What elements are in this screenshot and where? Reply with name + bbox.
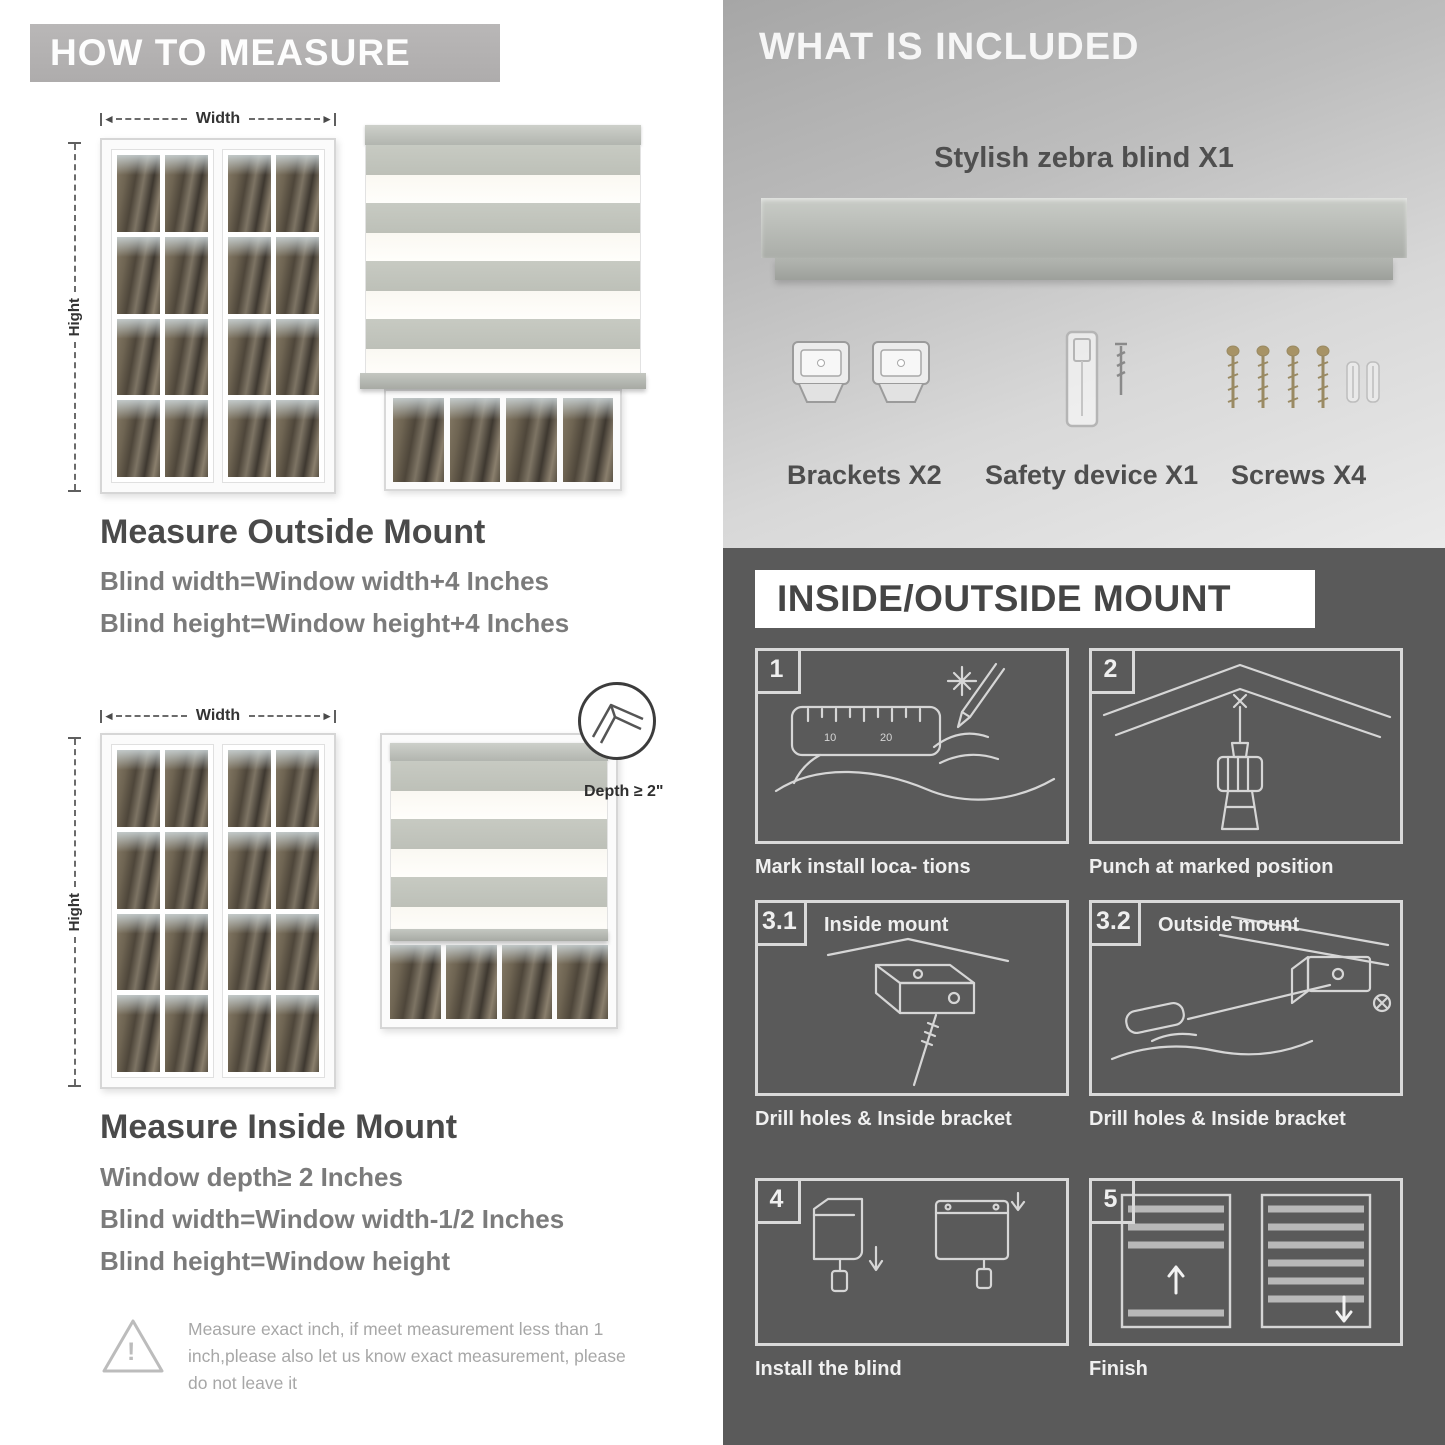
dimension-dash (249, 118, 321, 120)
zebra-blind-headrail-illustration (761, 198, 1407, 258)
blind-cassette (365, 125, 641, 145)
step-3-1-title: Inside mount (824, 914, 949, 936)
measuring-tape-illustration: 10 20 (774, 662, 1056, 801)
mount-section-header: INSIDE/OUTSIDE MOUNT (755, 570, 1315, 628)
svg-text:10: 10 (824, 732, 836, 744)
step-3-2: 3.2 Outside mount (1089, 900, 1403, 1131)
inside-mount-formula-width: Blind width=Window width-1/2 Inches (100, 1204, 565, 1234)
step-2: 2 Pu (1089, 648, 1403, 879)
outside-mount-formula-height: Blind height=Window height+4 Inches (100, 608, 570, 638)
step-4-caption: Install the blind (755, 1358, 902, 1380)
dimension-tick (334, 112, 336, 126)
blind-bottom-rail (390, 929, 608, 941)
dimension-dash (73, 144, 76, 292)
blind-cassette (390, 743, 608, 761)
arrow-right-icon: ► (321, 709, 333, 723)
step-3-1-number: 3.1 (755, 900, 807, 946)
blind-bottom-rail (360, 373, 646, 389)
finished-blinds-illustration (1120, 1193, 1372, 1329)
drill-illustration (1102, 663, 1392, 831)
mount-instructions-section: INSIDE/OUTSIDE MOUNT 1 (723, 548, 1445, 1445)
dimension-tick (100, 112, 102, 126)
window-sash (111, 744, 214, 1078)
window-illustration-inside (100, 733, 336, 1089)
height-dimension-arrow-inside: Hight (66, 737, 83, 1088)
svg-text:20: 20 (880, 732, 892, 744)
warning-triangle-icon: ! (100, 1316, 166, 1376)
step-3-2-number: 3.2 (1089, 900, 1141, 946)
outside-mount-formula-width: Blind width=Window width+4 Inches (100, 566, 549, 596)
height-label: Hight (66, 297, 83, 337)
inside-mount-title: Measure Inside Mount (100, 1108, 458, 1146)
arrow-left-icon: ◄ (103, 709, 115, 723)
depth-label: Depth ≥ 2" (584, 783, 664, 800)
how-to-measure-header: HOW TO MEASURE (30, 24, 500, 82)
step-1: 1 (755, 648, 1069, 879)
zebra-blind-illustration-inside (380, 733, 618, 1029)
arrow-right-icon: ► (321, 112, 333, 126)
step-4-number: 4 (755, 1178, 801, 1224)
step-5: 5 (1089, 1178, 1403, 1381)
window-sash (222, 744, 325, 1078)
window-sash (222, 149, 325, 483)
step-3-1-panel: 3.1 Inside mount (755, 900, 1069, 1096)
dimension-tick (68, 490, 81, 493)
window-panes-below-blind (390, 945, 608, 1019)
width-label: Width (195, 110, 241, 127)
zebra-blind-illustration-outside (360, 125, 646, 389)
dimension-dash (73, 342, 76, 491)
outside-mount-title: Measure Outside Mount (100, 513, 486, 551)
zebra-blind-rail-illustration (775, 258, 1393, 280)
how-to-measure-section: HOW TO MEASURE ◄ Width ► Hight (30, 24, 664, 1397)
screws-label: Screws X4 (1231, 460, 1367, 490)
screws-icon (1226, 345, 1380, 408)
step-1-number: 1 (755, 648, 801, 694)
install-blind-illustration (812, 1191, 1026, 1293)
what-is-included-header: WHAT IS INCLUDED (759, 26, 1140, 68)
step-3-2-title: Outside mount (1158, 914, 1300, 936)
step-2-caption: Punch at marked position (1089, 856, 1334, 878)
window-illustration-outside (100, 138, 336, 494)
window-sash (111, 149, 214, 483)
safety-device-label: Safety device X1 (985, 460, 1199, 490)
warning-exclamation: ! (127, 1338, 136, 1366)
brackets-label: Brackets X2 (787, 460, 942, 490)
blind-bands (390, 761, 608, 929)
inside-mount-formula-height: Blind height=Window height (100, 1246, 450, 1276)
outside-bracket-illustration (1110, 915, 1392, 1061)
inside-bracket-illustration (826, 937, 1010, 1087)
brackets-icon (792, 341, 930, 403)
step-3-2-panel: 3.2 Outside mount (1089, 900, 1403, 1096)
step-5-caption: Finish (1089, 1358, 1148, 1380)
step-1-caption: Mark install loca- tions (755, 856, 971, 878)
width-dimension-arrow-inside: ◄ Width ► (100, 707, 336, 725)
dimension-tick (68, 142, 81, 144)
dimension-dash (115, 118, 187, 120)
width-dimension-arrow-outside: ◄ Width ► (100, 110, 336, 128)
blind-bands (365, 145, 641, 373)
window-corner-detail-icon (591, 703, 644, 744)
step-3-1-caption: Drill holes & Inside bracket (755, 1108, 1012, 1130)
step-2-panel: 2 (1089, 648, 1403, 844)
step-5-panel: 5 (1089, 1178, 1403, 1346)
step-5-number: 5 (1089, 1178, 1135, 1224)
arrow-left-icon: ◄ (103, 112, 115, 126)
safety-device-icon (1065, 330, 1127, 428)
step-4: 4 (755, 1178, 1069, 1381)
measurement-warning: ! Measure exact inch, if meet measuremen… (100, 1316, 626, 1397)
step-1-panel: 1 (755, 648, 1069, 844)
included-blind-label: Stylish zebra blind X1 (934, 142, 1234, 174)
depth-detail-circle (578, 682, 656, 760)
width-label: Width (195, 707, 241, 724)
height-dimension-arrow-outside: Hight (66, 142, 83, 493)
step-3-2-caption: Drill holes & Inside bracket (1089, 1108, 1346, 1130)
window-bottom-behind-blind (384, 389, 622, 491)
warning-text: Measure exact inch, if meet measurement … (188, 1319, 626, 1394)
what-is-included-section: WHAT IS INCLUDED Stylish zebra blind X1 (723, 0, 1445, 548)
step-4-panel: 4 (755, 1178, 1069, 1346)
step-2-number: 2 (1089, 648, 1135, 694)
inside-mount-depth-rule: Window depth≥ 2 Inches (100, 1162, 403, 1192)
step-3-1: 3.1 Inside mount (755, 900, 1069, 1131)
height-label: Hight (66, 892, 83, 932)
